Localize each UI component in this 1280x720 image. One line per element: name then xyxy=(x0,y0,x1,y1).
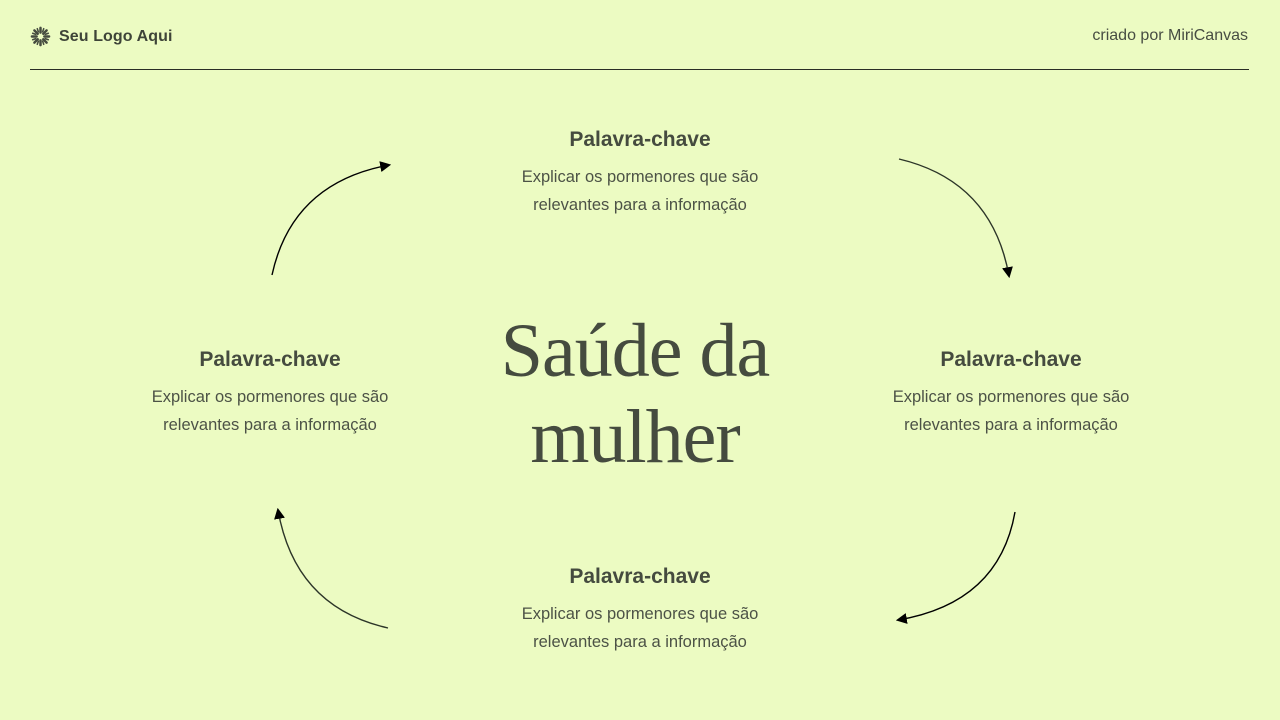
node-description: Explicar os pormenores que são relevante… xyxy=(521,168,759,214)
arrow-bottom-to-left xyxy=(274,507,389,629)
arrow-top-to-right xyxy=(898,158,1013,279)
credit-text: criado por MiriCanvas xyxy=(1092,27,1248,44)
center-title-line-1: Saúde da xyxy=(500,309,770,393)
header: Seu Logo Aqui criado por MiriCanvas xyxy=(30,26,1248,50)
node-top: Palavra-chave Explicar os pormenores que… xyxy=(490,127,790,219)
node-description: Explicar os pormenores que são relevante… xyxy=(521,605,759,651)
node-title: Palavra-chave xyxy=(569,565,711,588)
node-title: Palavra-chave xyxy=(569,128,711,151)
sunburst-icon xyxy=(30,26,51,47)
node-bottom: Palavra-chave Explicar os pormenores que… xyxy=(490,564,790,656)
logo[interactable]: Seu Logo Aqui xyxy=(30,26,173,47)
node-left: Palavra-chave Explicar os pormenores que… xyxy=(120,347,420,439)
logo-text: Seu Logo Aqui xyxy=(59,27,173,45)
node-title: Palavra-chave xyxy=(199,348,341,371)
arrow-right-to-bottom xyxy=(895,511,1016,624)
center-title: Saúde da mulher xyxy=(430,308,840,480)
header-divider xyxy=(30,69,1249,70)
node-description: Explicar os pormenores que são relevante… xyxy=(892,388,1130,434)
center-title-line-2: mulher xyxy=(530,395,740,479)
node-title: Palavra-chave xyxy=(940,348,1082,371)
arrow-left-to-top xyxy=(271,161,392,276)
node-right: Palavra-chave Explicar os pormenores que… xyxy=(861,347,1161,439)
node-description: Explicar os pormenores que são relevante… xyxy=(151,388,389,434)
